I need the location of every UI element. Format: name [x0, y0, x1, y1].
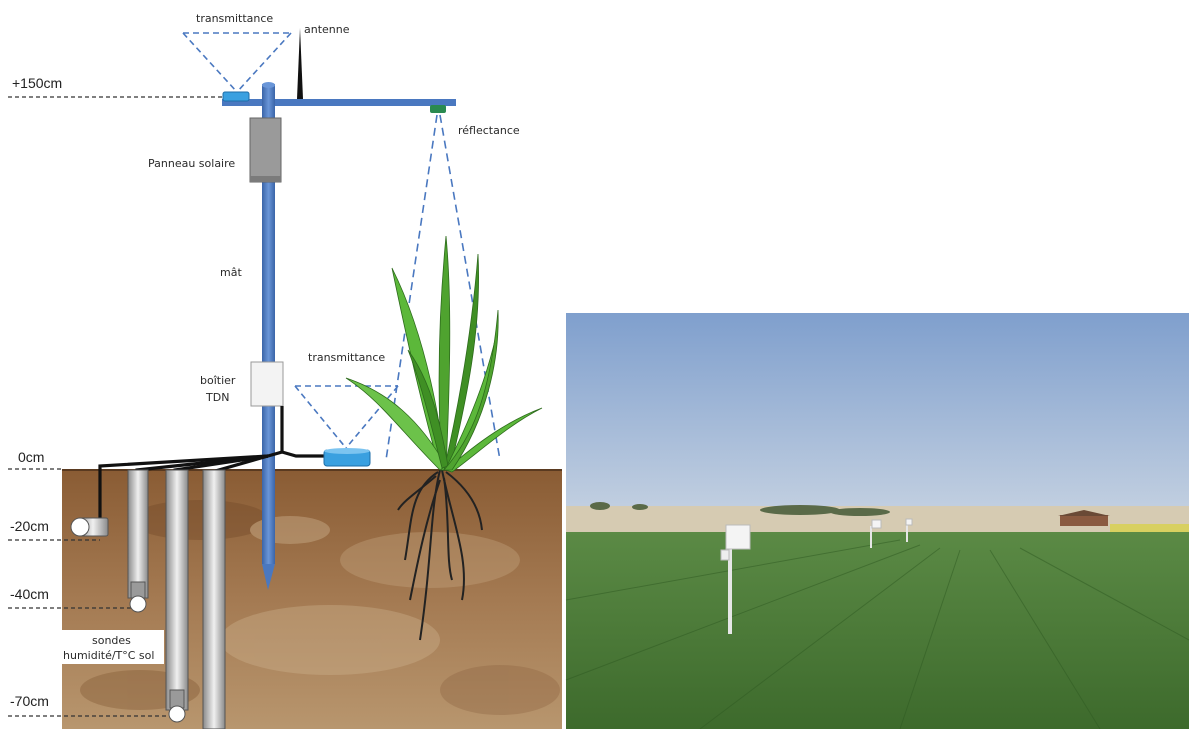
- photo-station-near: [720, 524, 751, 634]
- label-boitier: boîtier: [200, 374, 236, 387]
- probe-40cm: [127, 469, 149, 599]
- probe-20cm-tip: [70, 517, 90, 537]
- plant-leaves: [345, 235, 543, 473]
- probe-70cm-sensor: [169, 689, 185, 709]
- photo-field: [566, 532, 1189, 729]
- depth-label-minus70: -70cm: [10, 693, 49, 709]
- antenna-icon: [297, 28, 303, 99]
- photo-yellow-field: [1110, 524, 1189, 532]
- sondes-label-box: [58, 630, 164, 664]
- depth-label-plus150: +150cm: [12, 75, 62, 91]
- depth-label-0: 0cm: [18, 449, 44, 465]
- plant-roots: [397, 469, 483, 641]
- depth-label-minus40: -40cm: [10, 586, 49, 602]
- instrument-diagram: +150cm 0cm -20cm -40cm -70cm transmittan…: [8, 12, 562, 729]
- field-photo: [565, 313, 1189, 729]
- label-transmittance-bottom: transmittance: [308, 351, 385, 364]
- label-antenne: antenne: [304, 23, 350, 36]
- label-tdn: TDN: [205, 391, 229, 404]
- label-panneau-solaire: Panneau solaire: [148, 157, 235, 170]
- photo-barn-roof: [1058, 510, 1110, 516]
- reflectance-cone: [385, 114, 501, 461]
- label-transmittance-top: transmittance: [196, 12, 273, 25]
- probe-70cm: [165, 469, 189, 711]
- soil-probes: [70, 469, 226, 729]
- mast-top-cap: [262, 82, 275, 88]
- mast-tip: [262, 564, 275, 590]
- transmittance-bottom-cone: [294, 385, 399, 449]
- photo-trees: [590, 502, 890, 516]
- solar-panel-base: [250, 176, 281, 182]
- depth-lines: [8, 96, 222, 717]
- sensor-arm: [222, 99, 456, 106]
- photo-barn: [1060, 515, 1108, 526]
- mast: [262, 84, 275, 564]
- depth-label-minus20: -20cm: [10, 518, 49, 534]
- label-sondes: sondes: [92, 634, 131, 647]
- probe-70cm-tip: [168, 705, 186, 723]
- photo-station-far: [905, 518, 913, 542]
- label-mat: mât: [220, 266, 242, 279]
- probe-40cm-tip: [129, 595, 147, 613]
- transmittance-sensor-bottom-top: [324, 448, 370, 454]
- probe-deep: [202, 469, 226, 729]
- transmittance-top-cone: [182, 32, 292, 93]
- reflectance-sensor: [430, 105, 446, 113]
- solar-panel: [249, 117, 282, 183]
- label-reflectance: réflectance: [458, 124, 520, 137]
- photo-sky: [566, 313, 1189, 526]
- transmittance-sensor-top: [222, 91, 250, 102]
- tdn-box: [250, 361, 284, 407]
- label-humidite: humidité/T°C sol: [63, 649, 154, 662]
- wheat-plant: [345, 235, 543, 641]
- photo-field-rows: [565, 539, 1189, 729]
- photo-station-mid: [870, 519, 882, 548]
